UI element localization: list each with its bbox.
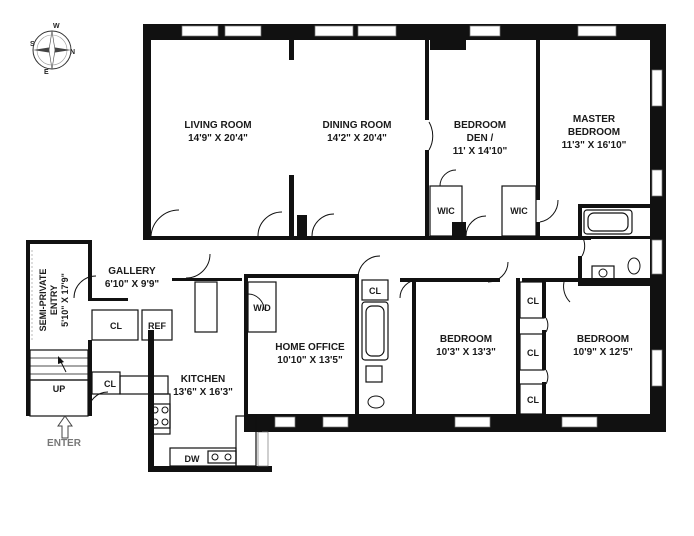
master-bedroom-line1: MASTER xyxy=(573,114,616,125)
dw-label: DW xyxy=(185,454,200,464)
windows-top xyxy=(181,25,663,467)
bedroom-den-dims: 11' X 14'10" xyxy=(453,146,508,157)
cl-hall-label: CL xyxy=(369,286,381,296)
fixtures xyxy=(31,209,641,464)
living-room-name: LIVING ROOM xyxy=(184,120,251,131)
bedroom3-dims: 10'9" X 12'5" xyxy=(573,347,633,358)
compass-w-label: W xyxy=(53,23,60,30)
enter-label: ENTER xyxy=(47,438,82,449)
up-label: UP xyxy=(53,384,66,394)
kitchen-name: KITCHEN xyxy=(181,374,225,385)
dining-room-name: DINING ROOM xyxy=(323,120,392,131)
entry-dims: 5'10" X 17'9" xyxy=(60,273,70,327)
wic-den-label: WIC xyxy=(437,206,455,216)
fixture-labels: WIC WIC CL CL CL CL CL REF W/D CL DW UP … xyxy=(47,206,539,464)
bedroom-den-line2: DEN / xyxy=(467,133,494,144)
bedroom3-name: BEDROOM xyxy=(577,334,629,345)
kitchen-dims: 13'6" X 16'3" xyxy=(173,387,233,398)
gallery-dims: 6'10" X 9'9" xyxy=(105,279,160,290)
cl-bed3-c-label: CL xyxy=(527,395,539,405)
bedroom2-dims: 10'3" X 13'3" xyxy=(436,347,496,358)
master-bedroom-line2: BEDROOM xyxy=(568,127,620,138)
home-office-dims: 10'10" X 13'5" xyxy=(277,355,343,366)
compass-icon: W E N S xyxy=(30,23,75,76)
entry-line1: SEMI-PRIVATE xyxy=(38,269,48,332)
cl-kitchen-label: CL xyxy=(104,379,116,389)
compass-e-label: E xyxy=(44,69,49,76)
exterior-walls xyxy=(143,24,666,472)
cl-bed3-b-label: CL xyxy=(527,348,539,358)
compass-s-label: S xyxy=(30,41,35,48)
gallery-name: GALLERY xyxy=(108,266,156,277)
enter-arrow-icon xyxy=(57,415,73,439)
room-labels: LIVING ROOM 14'9" X 20'4" DINING ROOM 14… xyxy=(38,114,633,398)
bedroom2-name: BEDROOM xyxy=(440,334,492,345)
doors xyxy=(73,121,586,413)
master-bedroom-dims: 11'3" X 16'10" xyxy=(562,140,627,151)
entry-line2: ENTRY xyxy=(49,285,59,315)
bedroom-den-line1: BEDROOM xyxy=(454,120,506,131)
cl-bed3-a-label: CL xyxy=(527,296,539,306)
home-office-name: HOME OFFICE xyxy=(275,342,345,353)
compass-n-label: N xyxy=(70,49,75,56)
wd-label: W/D xyxy=(253,303,271,313)
wic-master-label: WIC xyxy=(510,206,528,216)
ref-label: REF xyxy=(148,321,167,331)
cl-gallery-label: CL xyxy=(110,321,122,331)
interior-walls xyxy=(26,40,650,467)
dining-room-dims: 14'2" X 20'4" xyxy=(327,133,387,144)
living-room-dims: 14'9" X 20'4" xyxy=(188,133,248,144)
